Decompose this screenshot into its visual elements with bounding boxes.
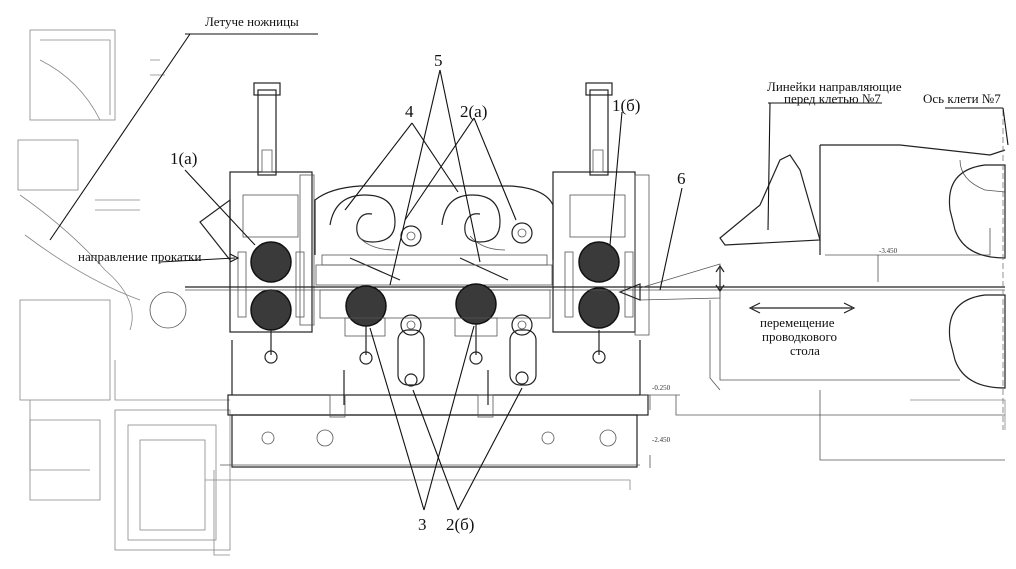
callouts: 1(а) 1(б) 2(а) 2(б) 3 4 5 6 [170,51,686,534]
callout-1b: 1(б) [612,96,640,115]
stand-7-drawing [640,110,1006,468]
leader-lines [49,33,1009,511]
callout-1a: 1(а) [170,149,197,168]
callout-3: 3 [418,515,427,534]
flying-shears-drawing [17,29,231,551]
label-guide-rulers-2: перед клетью №7 [784,91,881,106]
callout-2a: 2(а) [460,102,487,121]
label-table-move-1: перемещение [760,315,835,330]
left-stand-1a [199,82,315,364]
right-stand-1b [552,82,650,364]
callout-5: 5 [434,51,443,70]
label-flying-shears: Летуче ножницы [205,14,299,29]
center-block [314,185,554,286]
elevation-2: -0.250 [652,384,671,392]
label-rolling-direction: направление прокатки [78,249,201,264]
callout-6: 6 [677,169,686,188]
label-table-move-2: проводкового [762,329,837,344]
elevation-3: -2.450 [652,436,671,444]
elevation-marks: -3.450 -0.250 -2.450 [652,247,898,444]
stand-frame [205,340,649,556]
callout-2b: 2(б) [446,515,474,534]
text-labels: Летуче ножницы направление прокатки Лине… [78,14,1001,358]
lower-rolls [319,283,551,387]
label-guide-rulers-1: Линейки направляющие [767,79,902,94]
elevation-1: -3.450 [879,247,898,255]
label-table-move-3: стола [790,343,820,358]
label-stand-axis: Ось клети №7 [923,91,1001,106]
callout-4: 4 [405,102,414,121]
